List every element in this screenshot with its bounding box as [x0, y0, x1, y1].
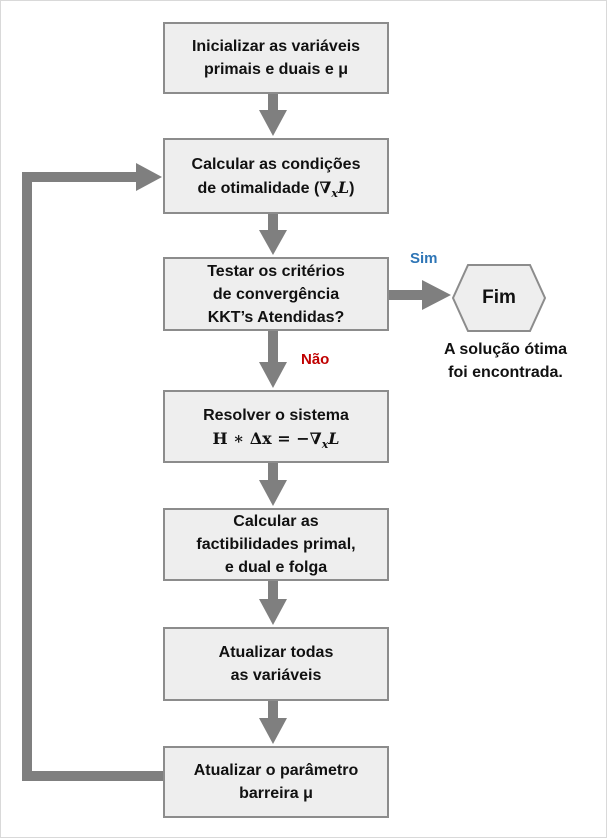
arrow-shaft-1	[268, 94, 278, 110]
nabla-symbol: ∇	[309, 428, 322, 448]
step-solve: Resolver o sistema H ∗ Δx = −∇xL	[163, 390, 389, 463]
end-hexagon	[451, 264, 547, 332]
step-update-variables-line2: as variáveis	[230, 667, 322, 684]
nabla-subscript: x	[331, 186, 338, 200]
step-solve-equation: H ∗ Δx = −∇xL	[212, 427, 339, 450]
step-init-line1: Inicializar as variáveis	[191, 38, 361, 55]
equation-lhs: H ∗ Δx = −	[212, 428, 310, 448]
step-test-line2: de convergência	[212, 285, 340, 303]
gradient-lagrangian: ∇xL	[319, 177, 350, 200]
step-optimality: Calcular as condições de otimalidade (∇x…	[163, 138, 389, 214]
nabla-symbol: ∇	[319, 177, 332, 197]
step-feasibility-line2: factibilidades primal,	[196, 536, 356, 553]
step-test: Testar os critérios de convergência KKT’…	[163, 257, 389, 331]
step-update-barrier-line2: barreira μ	[239, 785, 313, 802]
branch-yes-label: Sim	[410, 250, 438, 267]
step-optimality-line2-text: de otimalidade (	[197, 179, 320, 197]
arrow-head-yes	[422, 280, 451, 310]
arrow-shaft-4	[268, 463, 278, 480]
branch-no-label: Não	[301, 351, 330, 368]
end-note-line2: foi encontrada.	[448, 364, 563, 381]
arrow-head-1	[259, 110, 287, 136]
step-update-variables-line1: Atualizar todas	[218, 644, 334, 661]
arrow-head-2	[259, 230, 287, 255]
step-feasibility: Calcular as factibilidades primal, e dua…	[163, 508, 389, 581]
loop-left	[22, 172, 32, 781]
arrow-shaft-6	[268, 701, 278, 718]
step-feasibility-line3: e dual e folga	[224, 559, 328, 576]
arrow-shaft-yes	[388, 290, 422, 300]
nabla-subscript: x	[321, 437, 329, 451]
step-init-line2: primais e duais e μ	[203, 61, 349, 78]
loop-arrow-head	[136, 163, 162, 191]
arrow-head-3	[259, 362, 287, 388]
step-test-line3: KKT’s Atendidas?	[207, 308, 345, 326]
loop-bottom	[22, 771, 165, 781]
arrow-head-4	[259, 480, 287, 506]
step-update-barrier: Atualizar o parâmetro barreira μ	[163, 746, 389, 818]
lagrangian-symbol: L	[337, 177, 350, 197]
arrow-shaft-5	[268, 581, 278, 599]
step-optimality-line2: de otimalidade (∇xL)	[198, 176, 355, 200]
end-note: A solução ótima foi encontrada.	[418, 338, 593, 384]
end-label: Fim	[482, 287, 516, 308]
arrow-shaft-2	[268, 214, 278, 230]
arrow-head-5	[259, 599, 287, 625]
step-optimality-line1: Calcular as condições	[191, 155, 361, 173]
arrow-shaft-3	[268, 331, 278, 362]
step-update-variables: Atualizar todas as variáveis	[163, 627, 389, 701]
step-solve-line1: Resolver o sistema	[203, 406, 349, 424]
close-paren: )	[349, 179, 355, 197]
loop-top	[22, 172, 136, 182]
step-feasibility-line1: Calcular as	[233, 513, 319, 530]
step-init: Inicializar as variáveis primais e duais…	[163, 22, 389, 94]
arrow-head-6	[259, 718, 287, 744]
lagrangian-symbol: L	[328, 428, 340, 448]
step-test-line1: Testar os critérios	[207, 262, 345, 280]
step-update-barrier-line1: Atualizar o parâmetro	[193, 762, 359, 779]
end-note-line1: A solução ótima	[444, 341, 567, 358]
